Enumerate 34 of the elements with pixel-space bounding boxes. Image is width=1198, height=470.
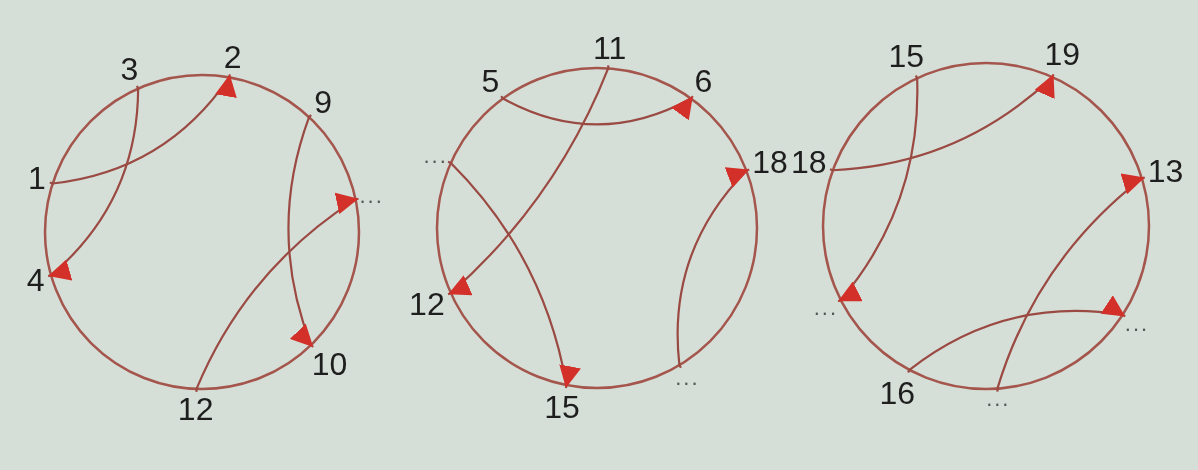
point-number: 18: [752, 145, 788, 178]
point-number: 16: [879, 376, 916, 409]
arrow: [676, 167, 750, 369]
point-number: 4: [26, 263, 45, 296]
point-number: 2: [223, 41, 242, 74]
point-number: 13: [1147, 155, 1184, 188]
point-number: 6: [694, 65, 713, 98]
arrow: [447, 160, 581, 389]
point-number: 3: [120, 53, 139, 86]
point-number: 15: [888, 39, 925, 72]
arrow: [500, 95, 694, 126]
arrow: [287, 114, 314, 348]
ellipsis-label: ...: [813, 300, 839, 315]
point-number: 10: [311, 348, 348, 381]
point-number: 12: [177, 392, 214, 425]
point-number: 11: [593, 32, 627, 65]
point-number: 9: [314, 85, 333, 118]
point-number: 12: [409, 287, 445, 320]
ellipsis-label: ...: [359, 189, 384, 203]
ellipsis-label: ...: [986, 392, 1011, 407]
point-number: 18: [790, 145, 827, 178]
point-number: 1: [28, 162, 46, 195]
arrow: [829, 73, 1055, 172]
arrow: [49, 74, 237, 185]
point-number: 5: [481, 65, 500, 98]
point-number: 19: [1044, 38, 1081, 71]
ellipsis-label: ...: [675, 371, 700, 386]
ellipsis-label: ...: [1124, 316, 1150, 331]
arrow: [47, 85, 140, 281]
arrow: [837, 75, 919, 303]
arrow: [195, 192, 359, 392]
point-number: 15: [544, 390, 580, 423]
arrow: [447, 65, 610, 296]
ellipsis-label: ...: [423, 149, 448, 164]
